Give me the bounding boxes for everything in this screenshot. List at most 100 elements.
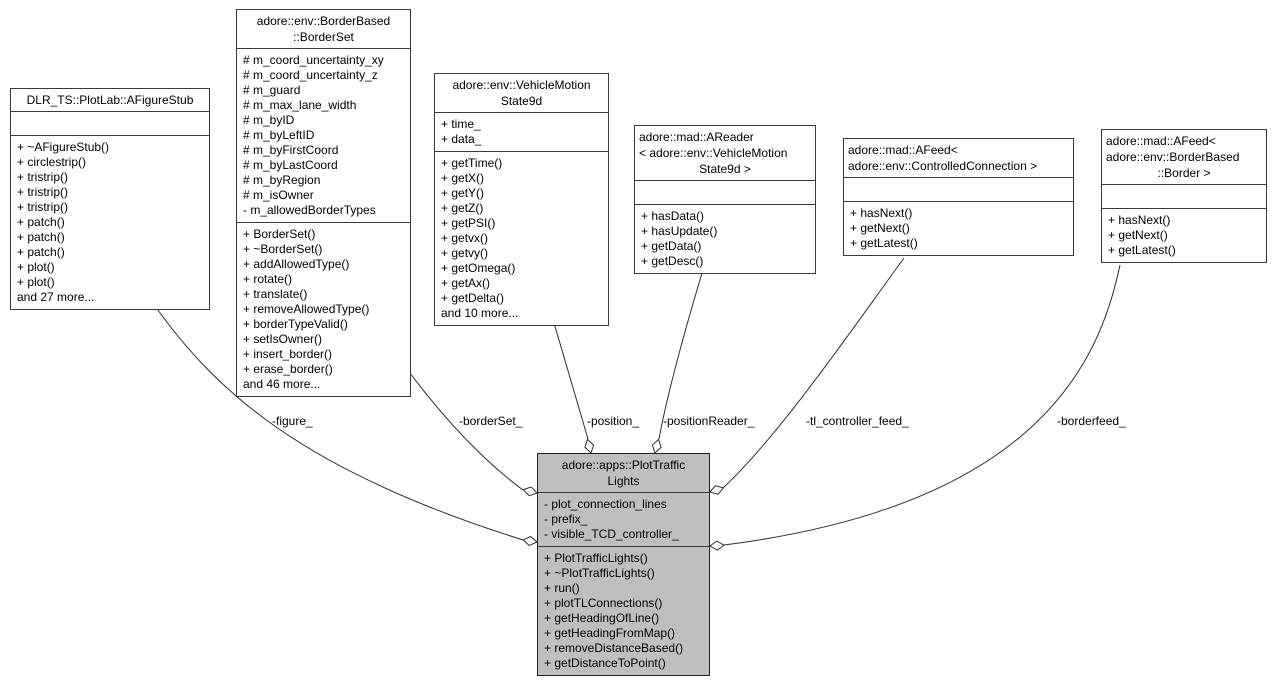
member-line: - prefix_	[544, 512, 588, 526]
class-title-line: adore::env::ControlledConnection >	[848, 159, 1038, 173]
class-title-line: adore::apps::PlotTraffic	[561, 458, 686, 472]
member-line: # m_byRegion	[243, 173, 321, 187]
attributes-compartment: - plot_connection_lines- prefix_- visibl…	[538, 493, 709, 547]
member-line: - m_allowedBorderTypes	[243, 203, 376, 217]
aggregation-diamond-borderfeed	[709, 540, 725, 551]
member-line: # m_byLeftID	[243, 128, 315, 142]
aggregation-diamond-tl-controller-feed	[709, 485, 725, 495]
member-line: + setIsOwner()	[243, 332, 323, 346]
edge-label-borderfeed: -borderfeed_	[1057, 414, 1126, 428]
member-line: + hasUpdate()	[641, 224, 718, 238]
edge-label-borderset: -borderSet_	[459, 414, 523, 428]
edge-borderfeed	[723, 264, 1121, 546]
member-line: # m_byLastCoord	[243, 158, 338, 172]
member-line: + plot()	[17, 260, 55, 274]
class-box-afigurestub[interactable]: DLR_TS::PlotLab::AFigureStub + ~AFigureS…	[10, 88, 210, 310]
methods-compartment: + ~AFigureStub()+ circlestrip()+ tristri…	[11, 136, 209, 309]
member-line: + patch()	[17, 230, 65, 244]
class-title-line: ::BorderSet	[293, 30, 354, 44]
class-box-borderset[interactable]: adore::env::BorderBased::BorderSet # m_c…	[236, 9, 411, 397]
member-line: # m_guard	[243, 83, 301, 97]
member-line: - plot_connection_lines	[544, 497, 667, 511]
member-line: + getPSI()	[441, 216, 496, 230]
class-title: adore::env::BorderBased::BorderSet	[237, 10, 410, 49]
member-line: + getDistanceToPoint()	[544, 656, 666, 670]
member-line: + plot()	[17, 275, 55, 289]
attributes-compartment	[11, 112, 209, 136]
class-title-line: adore::env::VehicleMotion	[452, 78, 591, 92]
member-line: + ~BorderSet()	[243, 242, 323, 256]
member-line: + rotate()	[243, 272, 293, 286]
class-box-afeed-controlledconnection[interactable]: adore::mad::AFeed<adore::env::Controlled…	[843, 138, 1074, 256]
member-line: + borderTypeValid()	[243, 317, 348, 331]
member-line: + removeAllowedType()	[243, 302, 370, 316]
member-line: + addAllowedType()	[243, 257, 350, 271]
member-line: and 10 more...	[441, 306, 519, 320]
aggregation-diamond-borderset	[522, 486, 538, 497]
class-title: DLR_TS::PlotLab::AFigureStub	[11, 89, 209, 112]
member-line: + getHeadingFromMap()	[544, 626, 676, 640]
member-line: + tristrip()	[17, 200, 68, 214]
member-line: # m_max_lane_width	[243, 98, 357, 112]
edge-label-position: -position_	[587, 414, 640, 428]
methods-compartment: + getTime()+ getX()+ getY()+ getZ()+ get…	[435, 152, 608, 325]
member-line: + removeDistanceBased()	[544, 641, 684, 655]
member-line: + getvx()	[441, 231, 489, 245]
class-title-line: adore::env::BorderBased	[1106, 150, 1240, 164]
class-title-line: adore::mad::AReader	[639, 130, 754, 144]
member-line: + getDelta()	[441, 291, 505, 305]
class-title: adore::mad::AFeed<adore::env::BorderBase…	[1102, 130, 1266, 185]
class-title-line: DLR_TS::PlotLab::AFigureStub	[26, 93, 194, 107]
member-line: + run()	[544, 581, 580, 595]
member-line: + getTime()	[441, 156, 503, 170]
class-title-line: adore::mad::AFeed<	[1106, 134, 1216, 148]
member-line: + tristrip()	[17, 170, 68, 184]
member-line: + ~AFigureStub()	[17, 140, 110, 154]
edge-borderset	[409, 372, 524, 491]
member-line: + getLatest()	[1108, 243, 1176, 257]
member-line: + getHeadingOfLine()	[544, 611, 660, 625]
class-title: adore::mad::AFeed<adore::env::Controlled…	[844, 139, 1073, 178]
member-line: + getZ()	[441, 201, 484, 215]
edge-positionreader	[658, 272, 703, 440]
member-line: + time_	[441, 117, 481, 131]
member-line: + patch()	[17, 245, 65, 259]
attributes-compartment: + time_+ data_	[435, 113, 608, 152]
class-title-line: ::Border >	[1157, 166, 1211, 180]
member-line: + erase_border()	[243, 362, 333, 376]
class-box-areader[interactable]: adore::mad::AReader< adore::env::Vehicle…	[634, 125, 816, 274]
methods-compartment: + BorderSet()+ ~BorderSet()+ addAllowedT…	[237, 223, 410, 396]
class-title-line: < adore::env::VehicleMotion	[639, 146, 788, 160]
methods-compartment: + PlotTrafficLights()+ ~PlotTrafficLight…	[538, 547, 709, 675]
class-title-line: adore::mad::AFeed<	[848, 143, 958, 157]
member-line: + BorderSet()	[243, 227, 316, 241]
member-line: and 46 more...	[243, 377, 321, 391]
member-line: # m_byFirstCoord	[243, 143, 339, 157]
attributes-compartment: # m_coord_uncertainty_xy# m_coord_uncert…	[237, 49, 410, 223]
class-box-afeed-border[interactable]: adore::mad::AFeed<adore::env::BorderBase…	[1101, 129, 1267, 263]
member-line: + insert_border()	[243, 347, 333, 361]
aggregation-diamond-position	[584, 438, 595, 454]
member-line: + hasNext()	[850, 206, 913, 220]
class-title-line: State9d	[500, 94, 543, 108]
attributes-compartment	[1102, 185, 1266, 209]
edge-figure	[154, 305, 524, 541]
member-line: + tristrip()	[17, 185, 68, 199]
member-line: + getDesc()	[641, 254, 704, 268]
edge-label-figure: -figure_	[272, 414, 313, 428]
class-title-line: State9d >	[699, 162, 751, 176]
member-line: - visible_TCD_controller_	[544, 527, 679, 541]
member-line: + hasNext()	[1108, 213, 1171, 227]
member-line: + getY()	[441, 186, 485, 200]
member-line: # m_isOwner	[243, 188, 314, 202]
member-line: + circlestrip()	[17, 155, 87, 169]
methods-compartment: + hasNext()+ getNext()+ getLatest()	[1102, 209, 1266, 262]
member-line: + patch()	[17, 215, 65, 229]
attributes-compartment	[844, 178, 1073, 202]
aggregation-diamond-figure	[522, 535, 538, 546]
